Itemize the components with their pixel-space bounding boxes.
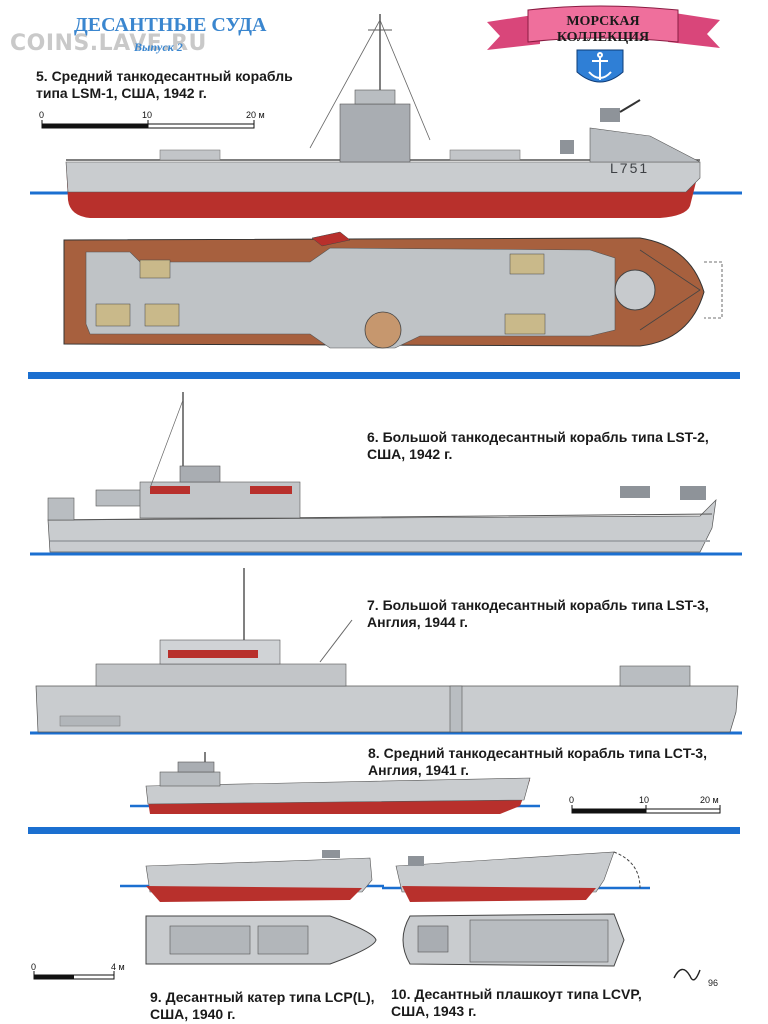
ship9-caption-line2: США, 1940 г. bbox=[150, 1006, 236, 1022]
ship8-caption-line1: 8. Средний танкодесантный корабль типа L… bbox=[368, 745, 707, 761]
scale-mid-20: 20 м bbox=[700, 795, 719, 805]
scale-top-0: 0 bbox=[39, 110, 45, 120]
ship6-caption-line2: США, 1942 г. bbox=[367, 446, 453, 462]
ship6-caption-line1: 6. Большой танкодесантный корабль типа L… bbox=[367, 429, 709, 445]
ship7-caption-line1: 7. Большой танкодесантный корабль типа L… bbox=[367, 597, 709, 613]
page-title: ДЕСАНТНЫЕ СУДА bbox=[74, 14, 267, 36]
ship5-caption-line1: 5. Средний танкодесантный корабль bbox=[36, 68, 293, 84]
ship8-caption-line2: Англия, 1941 г. bbox=[368, 762, 469, 778]
hull-number: L751 bbox=[610, 160, 650, 176]
scale-mid-0: 0 bbox=[569, 795, 575, 805]
scale-mid-10: 10 bbox=[639, 795, 650, 805]
section-divider bbox=[28, 827, 740, 834]
scale-top-10: 10 bbox=[142, 110, 153, 120]
scale-bottom-0: 0 bbox=[31, 962, 37, 972]
ship7-caption-line2: Англия, 1944 г. bbox=[367, 614, 468, 630]
ship10-caption-line2: США, 1943 г. bbox=[391, 1003, 477, 1019]
ship9-caption-line1: 9. Десантный катер типа LCP(L), bbox=[150, 989, 375, 1005]
issue-label: Выпуск 2 bbox=[134, 40, 183, 54]
signature-year: 96 bbox=[708, 978, 719, 988]
ship10-caption-line1: 10. Десантный плашкоут типа LCVP, bbox=[391, 986, 642, 1002]
banner-text: МОРСКАЯ КОЛЛЕКЦИЯ bbox=[556, 14, 650, 45]
scale-top-20: 20 м bbox=[246, 110, 265, 120]
ship5-caption-line2: типа LSM-1, США, 1942 г. bbox=[36, 85, 207, 101]
scale-bottom-4: 4 м bbox=[111, 962, 125, 972]
section-divider bbox=[28, 372, 740, 379]
watermark-text: COINS.LAVE.RU bbox=[10, 31, 207, 56]
